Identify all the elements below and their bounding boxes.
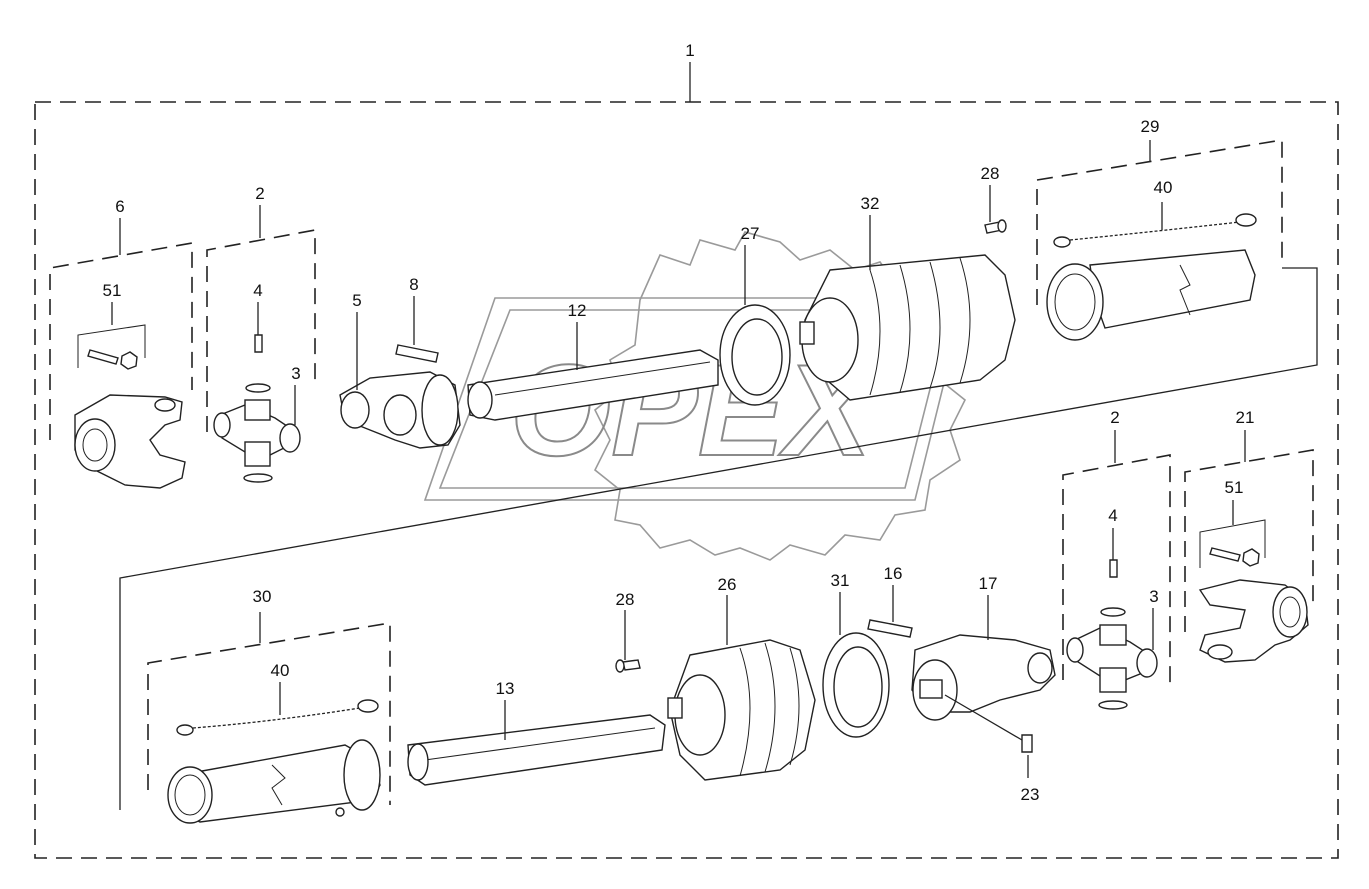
part-28-screw-bottom [615,659,641,673]
group-bracket-2-bottom [1062,430,1171,690]
callout-12: 12 [568,301,587,320]
callout-4-top: 4 [253,281,262,300]
callout-6: 6 [115,197,124,216]
part-16-pin-bottom [867,619,913,638]
part-30-outer-guard-tube [167,739,381,824]
part-31-bearing-ring [822,632,890,738]
callout-28-bottom: 28 [616,590,635,609]
callout-27: 27 [741,224,760,243]
group-bracket-2-top [206,205,316,432]
callout-16: 16 [884,564,903,583]
callout-40-bottom: 40 [271,661,290,680]
part-12-inner-tube [467,349,719,421]
part-32-protection-cone [799,254,1016,401]
assembly-boundary [34,62,1339,859]
callout-4-bottom: 4 [1108,506,1117,525]
part-6-yoke [74,394,186,489]
part-51-bolt-nut-left [77,302,146,370]
callout-1: 1 [685,41,694,60]
callout-21: 21 [1236,408,1255,427]
part-26-protection-cone [667,639,816,781]
part-51-bolt-nut-right [1199,500,1266,568]
callout-29: 29 [1141,117,1160,136]
callout-8: 8 [409,275,418,294]
callout-5: 5 [352,291,361,310]
part-21-yoke [1198,579,1309,663]
callout-2-top: 2 [255,184,264,203]
group-bracket-30 [147,612,391,805]
callout-23: 23 [1021,785,1040,804]
part-28-screw-top [984,219,1007,234]
callout-26: 26 [718,575,737,594]
callout-labels: 1 6 2 51 4 3 5 8 12 27 32 28 29 40 2 21 … [103,41,1255,804]
part-29-outer-guard-tube [1046,249,1256,341]
part-27-bearing-ring [719,304,791,406]
callout-32: 32 [861,194,880,213]
group-bracket-6 [49,218,193,440]
callout-17: 17 [979,574,998,593]
callout-51-right: 51 [1225,478,1244,497]
part-2-cross-kit-bottom [1066,559,1158,710]
callout-3-top: 3 [291,364,300,383]
part-8-pin-top [395,344,439,363]
callout-28-top: 28 [981,164,1000,183]
part-40-chain-top [1053,202,1257,248]
part-40-chain-bottom [176,682,379,736]
callout-2-bottom: 2 [1110,408,1119,427]
part-17-flange-yoke [911,634,1056,721]
group-bracket-21 [1184,430,1314,632]
callout-13: 13 [496,679,515,698]
callout-30: 30 [253,587,272,606]
part-2-cross-kit-top [213,334,301,483]
part-23-grease-nipple [944,694,1033,778]
group-bracket-29 [1036,139,1283,305]
part-13-inner-tube [407,714,666,786]
callout-31: 31 [831,571,850,590]
leader-lines [257,185,1154,740]
part-5-flange-yoke [339,371,461,449]
callout-51-left: 51 [103,281,122,300]
callout-40-top: 40 [1154,178,1173,197]
callout-3-bottom: 3 [1149,587,1158,606]
